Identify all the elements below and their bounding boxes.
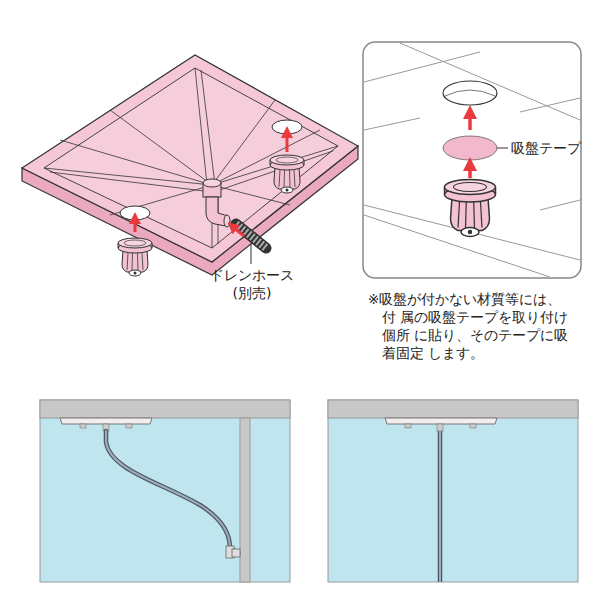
note-text: ※吸盤が付かない材質等には、付 属の吸盤テープを取り付け個所 に貼り、そのテープ… <box>368 290 575 362</box>
leader-line <box>251 244 252 264</box>
arrow <box>232 226 244 236</box>
part-name: ドレンホース (別売) <box>206 266 298 302</box>
suction-cup <box>118 238 152 276</box>
arrow <box>134 218 137 232</box>
drain-fitting <box>203 179 230 227</box>
part-name: 吸盤テープ <box>511 139 583 157</box>
inset-detail <box>363 42 581 278</box>
installation-scene-floor <box>328 400 578 582</box>
arrow <box>286 132 289 152</box>
suction-cup <box>270 155 304 193</box>
installation-scene-wall <box>40 400 290 582</box>
drain-pan <box>22 55 358 275</box>
